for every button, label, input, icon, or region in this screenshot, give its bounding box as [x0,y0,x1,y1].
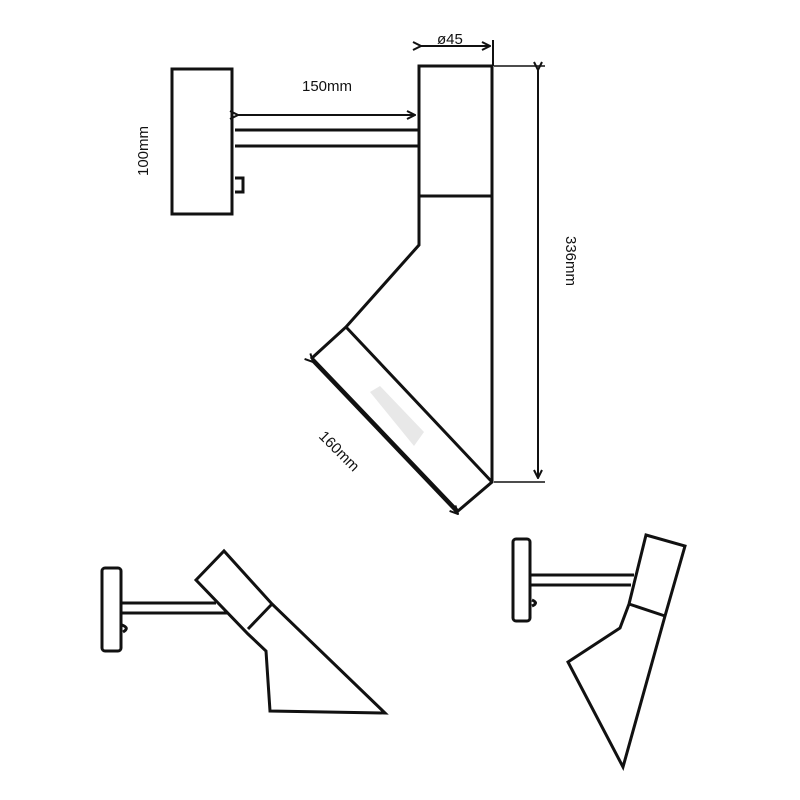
diameter-label: ø45 [437,31,463,48]
switch-knob [235,176,245,194]
total-height-label: 336mm [562,236,579,286]
angled-view-right [511,533,687,772]
angled-view-left [100,548,389,715]
lamp-cylinder [417,64,494,198]
arm-length-label: 150mm [302,78,352,95]
shade-length-label: 160mm [315,428,362,475]
base-height-label: 100mm [135,126,152,176]
shade-dimension [313,362,458,514]
shade-rim [344,325,494,484]
dimension-lines [238,40,545,514]
shade-highlight [370,386,424,446]
wall-base [170,67,234,216]
lamp-shade [309,196,494,514]
